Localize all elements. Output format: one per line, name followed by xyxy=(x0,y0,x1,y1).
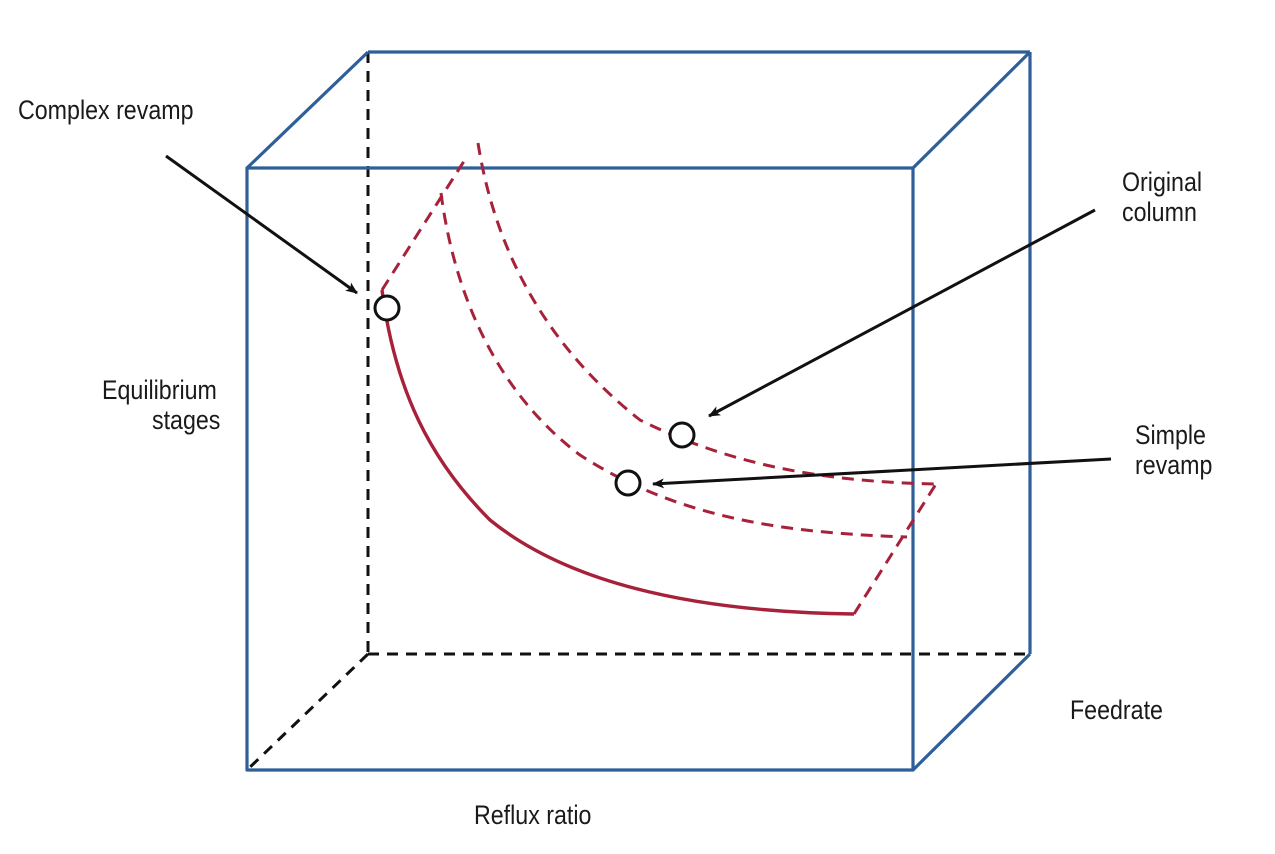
hidden-box-edges xyxy=(245,52,1030,772)
box-front-face xyxy=(245,166,915,772)
original-column-label-line2: column xyxy=(1122,197,1197,227)
back-dashed-curve xyxy=(476,142,937,486)
simple-revamp-arrow xyxy=(652,457,1112,489)
original-column-arrow xyxy=(708,208,1096,418)
z-axis-label: Feedrate xyxy=(1070,695,1163,725)
simple-revamp-marker xyxy=(614,469,642,497)
complex-revamp-marker xyxy=(373,294,401,322)
complex-revamp-arrow xyxy=(165,154,358,295)
original-column-label-line1: Original xyxy=(1122,167,1203,197)
simple-revamp-label-line2: revamp xyxy=(1135,450,1213,480)
original-column-marker xyxy=(668,421,696,449)
box-outline xyxy=(245,50,1032,772)
box-bottom-right-depth-edge xyxy=(911,652,1032,772)
complex-revamp-label: Complex revamp xyxy=(18,95,194,125)
middle-dashed-curve xyxy=(439,192,908,539)
front-curve xyxy=(380,289,855,616)
simple-revamp-label-line1: Simple xyxy=(1135,420,1206,450)
right-edge-dashed xyxy=(852,483,938,615)
hidden-depth-edge xyxy=(245,652,370,772)
point-markers xyxy=(373,294,696,497)
box-top-right-depth-edge xyxy=(911,50,1032,170)
y-axis-label-line2: stages xyxy=(152,405,221,435)
x-axis-label: Reflux ratio xyxy=(474,800,592,830)
left-edge-dashed xyxy=(380,157,468,291)
y-axis-label-line1: Equilibrium xyxy=(102,375,217,405)
box-top-left-depth-edge xyxy=(245,50,370,170)
dashed-surface xyxy=(380,142,938,615)
annotation-arrows xyxy=(165,154,1112,489)
